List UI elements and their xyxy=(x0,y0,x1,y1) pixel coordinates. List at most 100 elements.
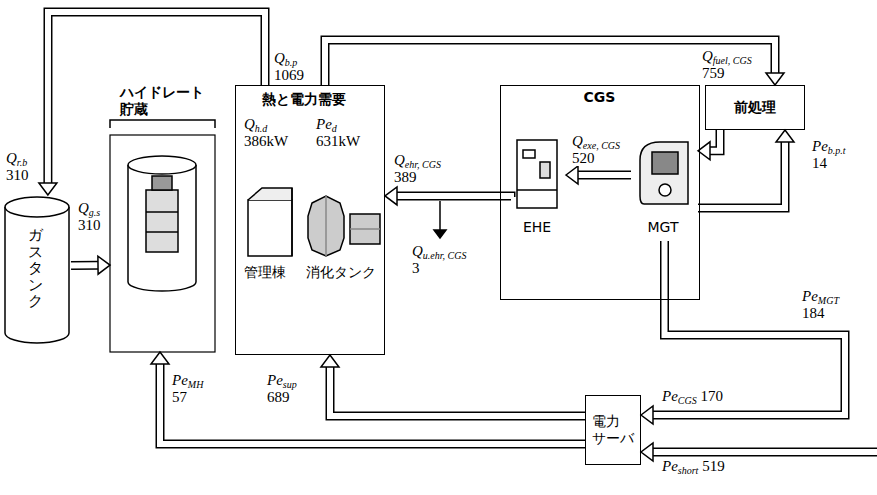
subscript: b.p.t xyxy=(828,145,846,156)
subscript: h.d xyxy=(255,123,268,134)
flow-label: Qfuel, CGS 759 xyxy=(700,48,754,81)
node-label: CGS xyxy=(584,89,616,106)
value: 689 xyxy=(267,389,290,405)
symbol: Q xyxy=(394,152,405,168)
flow-value: PeMGT 184 xyxy=(800,288,841,321)
flow-arrow xyxy=(321,355,585,416)
flow-label: Peb.p.t 14 xyxy=(810,138,848,171)
arrow-band-fill xyxy=(48,12,265,183)
value: 170 xyxy=(700,388,723,404)
arrow-band-outline xyxy=(160,364,585,444)
gas-tank: ガスタンク xyxy=(3,195,71,345)
node-label: EHE xyxy=(523,219,551,236)
value: 520 xyxy=(572,150,595,166)
symbol: Q xyxy=(244,116,255,132)
arrow-band-fill xyxy=(653,241,845,415)
flow-label: Pesup 689 xyxy=(265,372,299,405)
flow-arrow xyxy=(71,256,110,274)
heat-exchanger xyxy=(517,140,557,208)
value: 759 xyxy=(702,65,725,81)
symbol: Pe xyxy=(172,372,188,388)
mgt-unit: MGT xyxy=(631,131,698,241)
node-label: 電力 サーバ xyxy=(592,413,634,447)
flow-arrow xyxy=(698,130,720,160)
subscript: fuel, CGS xyxy=(713,55,752,66)
arrow-head xyxy=(766,73,784,85)
flow-arrow xyxy=(641,241,845,424)
arrow-head xyxy=(776,130,794,142)
arrow-band-fill xyxy=(578,172,631,178)
arrow-band-fill xyxy=(397,196,511,197)
node-text: Ped 631kW xyxy=(314,116,362,149)
symbol: Pe xyxy=(812,138,828,154)
storage-bracket xyxy=(110,120,215,128)
symbol: Q xyxy=(412,243,423,259)
arrow-band-fill xyxy=(330,367,585,416)
arrow-band-fill xyxy=(325,40,775,85)
flow-label: Qehr, CGS 389 xyxy=(392,152,443,185)
heat-loss-arrow xyxy=(434,201,446,238)
arrow-band-fill xyxy=(160,364,585,444)
value: 310 xyxy=(6,167,29,183)
value: 14 xyxy=(812,155,827,171)
symbol: Pe xyxy=(662,458,678,474)
subscript: sup xyxy=(283,379,297,390)
arrow-band-outline xyxy=(653,241,845,415)
value: 310 xyxy=(78,217,101,233)
flow-label: PeCGS 170 xyxy=(660,388,725,405)
arrow-head xyxy=(641,406,653,424)
symbol: Pe xyxy=(267,372,283,388)
arrow-head xyxy=(39,183,57,195)
symbol: Pe xyxy=(662,388,678,404)
arrow-head xyxy=(385,187,397,205)
pretreatment-box: 前処理 xyxy=(705,85,805,130)
arrow-band-outline xyxy=(710,130,720,151)
node-label: 前処理 xyxy=(734,99,776,116)
flow-arrow xyxy=(698,130,794,208)
arrow-head xyxy=(151,352,169,364)
symbol: Q xyxy=(78,200,89,216)
symbol: Q xyxy=(6,150,17,166)
hydrate-tank xyxy=(128,156,196,291)
value: 386kW xyxy=(244,133,288,149)
text-line: 貯蔵 xyxy=(120,101,148,117)
text-line: サーバ xyxy=(592,430,634,446)
arrow-band-outline xyxy=(325,40,775,85)
node-text: 管理棟 xyxy=(244,264,286,281)
subscript: b.p xyxy=(285,57,298,68)
space xyxy=(697,388,701,404)
flow-arrow xyxy=(151,352,585,444)
micro-gas-turbine xyxy=(640,142,688,204)
arrow-band-fill xyxy=(710,130,720,151)
flow-label: Qr.b 310 xyxy=(4,150,31,183)
demand-box: 熱と電力需要Qh.d 386kWPed 631kW管理棟消化タンク xyxy=(235,85,385,355)
subscript: short xyxy=(678,465,699,476)
subscript: r.b xyxy=(17,157,27,168)
value: 389 xyxy=(394,169,417,185)
flow-arrow xyxy=(39,12,265,195)
arrow-band-fill xyxy=(71,262,98,268)
flow-value: Qu.ehr, CGS 3 xyxy=(410,243,468,276)
flow-value: Peshort 519 xyxy=(660,458,727,475)
subscript: ehr, CGS xyxy=(405,159,441,170)
flow-arrow xyxy=(325,40,784,85)
node-label: MGT xyxy=(648,219,679,236)
value: 1069 xyxy=(274,67,304,83)
subscript: d xyxy=(332,123,337,134)
storage-outline xyxy=(110,135,215,352)
text-line: ハイドレート xyxy=(120,84,204,100)
value: 57 xyxy=(172,389,187,405)
flow-value: Qb.p 1069 xyxy=(272,50,306,83)
subscript: u.ehr, CGS xyxy=(423,250,467,261)
ehe-unit: EHE xyxy=(511,131,566,241)
arrow-head xyxy=(321,355,339,367)
symbol: Q xyxy=(572,133,583,149)
symbol: Q xyxy=(702,48,713,64)
value: 631kW xyxy=(316,133,360,149)
value: 3 xyxy=(412,260,420,276)
node-label: ガスタンク xyxy=(28,227,43,310)
value: 184 xyxy=(802,305,825,321)
subscript: exe, CGS xyxy=(583,140,620,151)
